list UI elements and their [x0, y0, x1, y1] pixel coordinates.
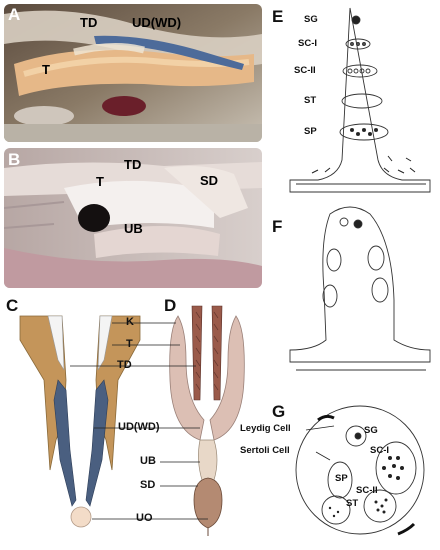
- panel-e-sperm: [311, 155, 416, 174]
- panel-g-label-sc2: SC-II: [356, 485, 378, 496]
- photo-a-label-td: TD: [80, 15, 98, 30]
- panel-a-letter: A: [8, 5, 21, 24]
- panel-g-nuclei: [328, 456, 404, 518]
- panel-e-label-sc1: SC-I: [298, 38, 317, 49]
- panel-cd-leaders: [70, 322, 208, 520]
- photo-a-label-t: T: [42, 62, 50, 77]
- panel-e-label-sc2: SC-II: [294, 65, 316, 76]
- panel-d-label-ud-wd: UD(WD): [118, 421, 160, 433]
- panel-d-label-k: K: [126, 316, 134, 328]
- panel-e-label-sp: SP: [304, 126, 317, 137]
- panel-d-label-td: TD: [117, 359, 132, 371]
- dissection-photo-b: [4, 148, 262, 288]
- photo-b-label-t: T: [96, 174, 104, 189]
- panel-g-label-sertoli: Sertoli Cell: [240, 445, 290, 456]
- photo-b-label-ub: UB: [124, 221, 143, 236]
- panel-g-leaders: [305, 425, 335, 461]
- panel-c-letter: C: [6, 296, 19, 315]
- panel-d-label-t: T: [126, 338, 133, 350]
- panel-d-letter: D: [164, 296, 177, 315]
- panel-d-label-sd: SD: [140, 479, 156, 491]
- dissection-photo-a: [4, 4, 262, 142]
- panel-d-label-uo: UO: [136, 512, 153, 524]
- panel-e-diagram: [289, 7, 431, 193]
- panel-g-diagram: [295, 405, 425, 536]
- panel-g-label-sg: SG: [364, 425, 378, 436]
- panel-d-diagram: [169, 305, 245, 536]
- panel-e-letter: E: [272, 7, 284, 26]
- panel-d-label-ub: UB: [140, 455, 156, 467]
- panel-e-label-sg: SG: [304, 14, 318, 25]
- panel-g-label-st: ST: [346, 498, 359, 509]
- panel-g-label-sc1: SC-I: [370, 445, 389, 456]
- panel-f-diagram: [289, 206, 431, 371]
- photo-a-label-ud-wd: UD(WD): [132, 15, 182, 30]
- panel-g-letter: G: [272, 402, 286, 421]
- photo-b-label-td: TD: [124, 157, 142, 172]
- panel-g-label-sp: SP: [335, 473, 348, 484]
- panel-g-label-leydig: Leydig Cell: [240, 423, 291, 434]
- panel-f-letter: F: [272, 217, 283, 236]
- panel-e-label-st: ST: [304, 95, 317, 106]
- panel-c-diagram: [19, 315, 141, 528]
- panel-b-letter: B: [8, 150, 21, 169]
- photo-b-label-sd: SD: [200, 173, 219, 188]
